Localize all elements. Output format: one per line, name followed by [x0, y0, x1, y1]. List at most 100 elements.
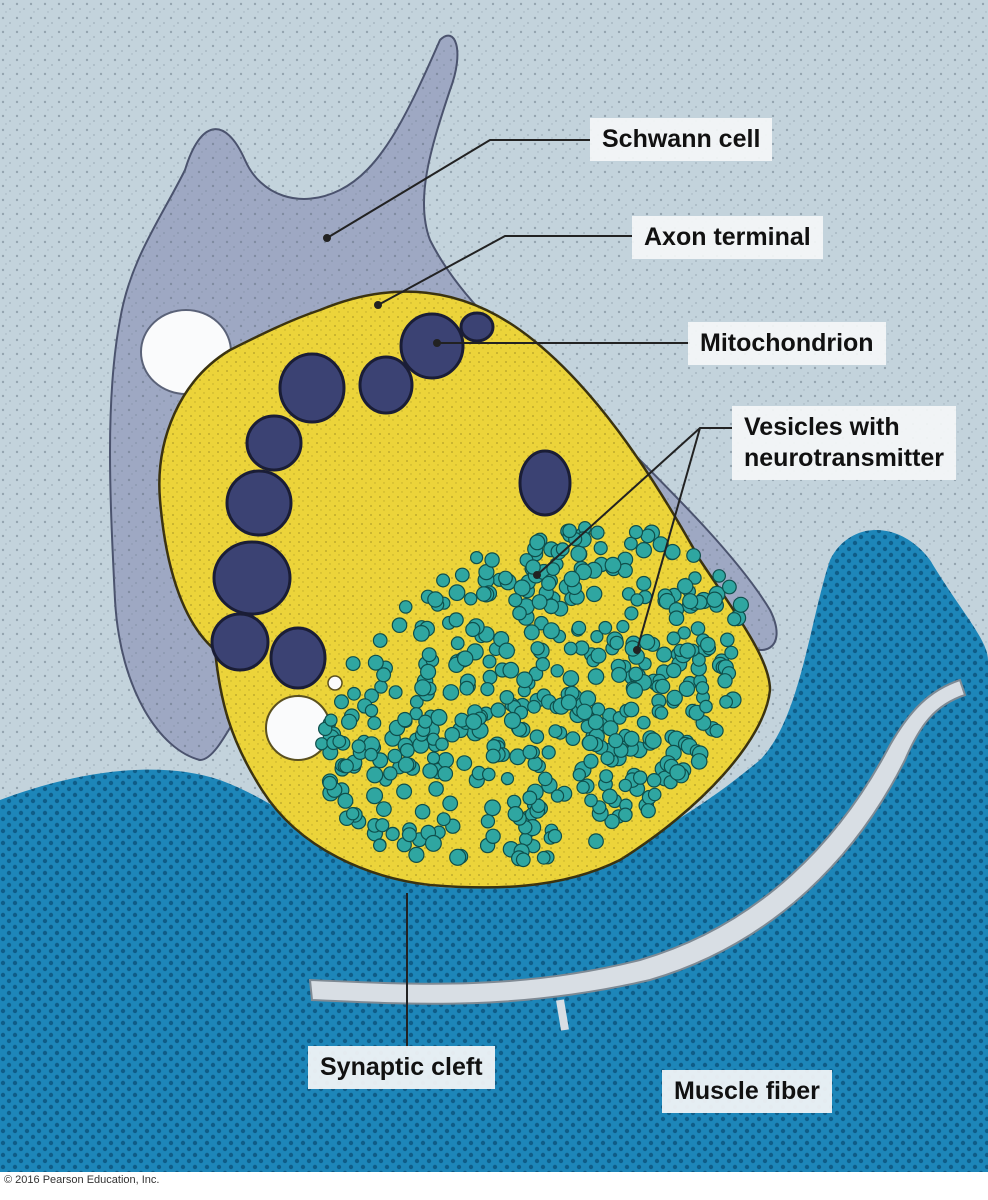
vesicle [345, 656, 361, 672]
vesicle [465, 621, 481, 638]
label-mitochondrion: Mitochondrion [688, 322, 886, 365]
vesicle [490, 702, 506, 718]
vesicle [623, 701, 640, 718]
vesicle [513, 579, 531, 597]
synaptic-cleft-fold [308, 678, 967, 1005]
vesicle [656, 646, 673, 663]
vesicles-leader-b [636, 427, 701, 651]
vesicle [699, 636, 716, 653]
vesicle [636, 715, 651, 730]
vesicle [500, 771, 515, 786]
vesicle [522, 744, 538, 760]
vesicle [530, 641, 545, 656]
vesicle [664, 543, 681, 560]
vesicle [499, 690, 515, 705]
vesicle [339, 758, 354, 774]
vesicle [388, 685, 403, 700]
vesicle [367, 654, 384, 671]
vesicle [640, 803, 656, 819]
vesicle [337, 792, 354, 809]
vesicle [537, 771, 553, 787]
vesicle [647, 787, 662, 802]
vesicle [555, 542, 570, 557]
vesicle [426, 751, 441, 765]
vesicle [372, 838, 387, 853]
vesicle [717, 673, 733, 689]
vesicle [428, 781, 444, 797]
vesicle [699, 699, 713, 714]
vesicle [677, 578, 694, 595]
vesicle [527, 699, 541, 714]
vesicle [654, 678, 671, 695]
vesicle [572, 768, 587, 782]
vesicle [587, 668, 605, 685]
vesicle [692, 652, 706, 667]
vesicle [376, 801, 392, 817]
label-synaptic-cleft: Synaptic cleft [308, 1046, 495, 1089]
vesicle [571, 620, 587, 636]
vesicle [576, 703, 593, 721]
vesicle [482, 654, 497, 669]
vesicle [529, 534, 546, 551]
vesicle [719, 632, 735, 648]
vesicle [609, 635, 624, 651]
vesicle [522, 790, 538, 806]
label-vesicles-line1: Vesicles with [744, 413, 900, 441]
vesicle [459, 680, 475, 696]
vesicle [465, 713, 483, 731]
vesicle [618, 807, 633, 823]
vesicle [624, 536, 638, 551]
vesicle [584, 793, 598, 808]
vesicle [587, 714, 604, 731]
label-muscle-fiber: Muscle fiber [662, 1070, 832, 1113]
vesicle [732, 596, 750, 613]
vesicle [646, 772, 662, 788]
vesicle [385, 826, 400, 842]
vesicle [679, 642, 696, 659]
vesicle [421, 647, 437, 663]
mitochondrion [212, 540, 292, 616]
vesicle [535, 657, 551, 672]
vesicle [598, 620, 613, 635]
vesicle [448, 584, 466, 602]
vesicle [623, 730, 640, 747]
vesicle [456, 755, 473, 771]
vesicle [366, 766, 384, 784]
vesicle [586, 585, 603, 603]
vesicle [485, 748, 501, 764]
vesicle [719, 695, 733, 709]
vesicle [550, 789, 565, 803]
vesicle [498, 570, 513, 586]
vesicle [565, 731, 581, 746]
vesicle [364, 747, 378, 762]
vesicle [341, 713, 358, 730]
vesicle [375, 818, 390, 833]
vesicle [424, 834, 442, 852]
vesicle [536, 850, 551, 865]
vesicle [413, 625, 430, 642]
vesicle [408, 846, 425, 864]
vesicle [374, 680, 388, 694]
leader-lines [323, 139, 732, 1048]
vesicle [666, 631, 681, 646]
vesicle [475, 586, 492, 602]
vesicle [396, 783, 413, 800]
label-axon-terminal: Axon terminal [632, 216, 823, 259]
vesicle [512, 605, 527, 621]
vesicle [397, 711, 413, 728]
vesicle [666, 689, 683, 707]
vesicle [599, 769, 614, 784]
vesicle [593, 540, 608, 556]
schwann-cell-leader [326, 139, 590, 239]
vesicle [525, 559, 541, 575]
vesicle [590, 647, 607, 664]
vesicle [507, 805, 524, 822]
vesicle [418, 714, 433, 729]
vesicle [562, 523, 577, 539]
vesicle [706, 591, 723, 608]
vesicle [542, 622, 560, 640]
vesicle [437, 752, 454, 769]
vesicle [454, 567, 470, 583]
vesicle [435, 737, 449, 751]
